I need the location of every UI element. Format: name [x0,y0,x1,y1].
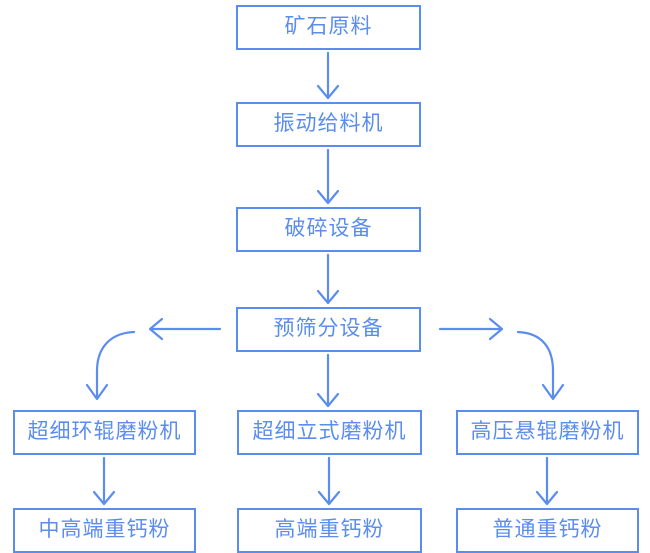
node-suspension-mill[interactable]: 高压悬辊磨粉机 [456,410,639,455]
node-mid-high-end-powder[interactable]: 中高端重钙粉 [13,508,196,553]
connector-raw-to-feeder [316,51,340,100]
node-label: 高端重钙粉 [274,517,385,541]
node-label: 超细立式磨粉机 [252,419,407,443]
node-pre-screening[interactable]: 预筛分设备 [236,307,421,352]
node-vertical-mill[interactable]: 超细立式磨粉机 [237,410,422,455]
connector-screening-to-vertical [316,353,340,408]
node-ring-roller-mill[interactable]: 超细环辊磨粉机 [13,410,196,455]
connector-crusher-to-screening [316,253,340,305]
node-label: 高压悬辊磨粉机 [470,419,625,443]
connector-suspension-mill-to-product [535,456,559,506]
node-label: 振动给料机 [273,111,384,135]
connector-right-curve-down [516,330,565,401]
node-label: 普通重钙粉 [492,517,603,541]
connector-feeder-to-crusher [316,148,340,205]
connector-left-curve-down [85,330,136,401]
connector-screening-to-right [438,317,504,341]
connector-screening-to-left [148,317,222,341]
node-crushing-equipment[interactable]: 破碎设备 [236,207,421,252]
connector-ring-mill-to-product [92,456,116,506]
node-label: 矿石原料 [284,14,373,38]
node-label: 预筛分设备 [273,316,384,340]
node-label: 破碎设备 [284,216,373,240]
connector-vertical-mill-to-product [317,456,341,506]
node-label: 中高端重钙粉 [38,517,171,541]
node-vibrating-feeder[interactable]: 振动给料机 [236,102,421,147]
node-high-end-powder[interactable]: 高端重钙粉 [237,508,422,553]
node-raw-material[interactable]: 矿石原料 [236,5,421,50]
node-ordinary-powder[interactable]: 普通重钙粉 [456,508,639,553]
node-label: 超细环辊磨粉机 [27,419,182,443]
